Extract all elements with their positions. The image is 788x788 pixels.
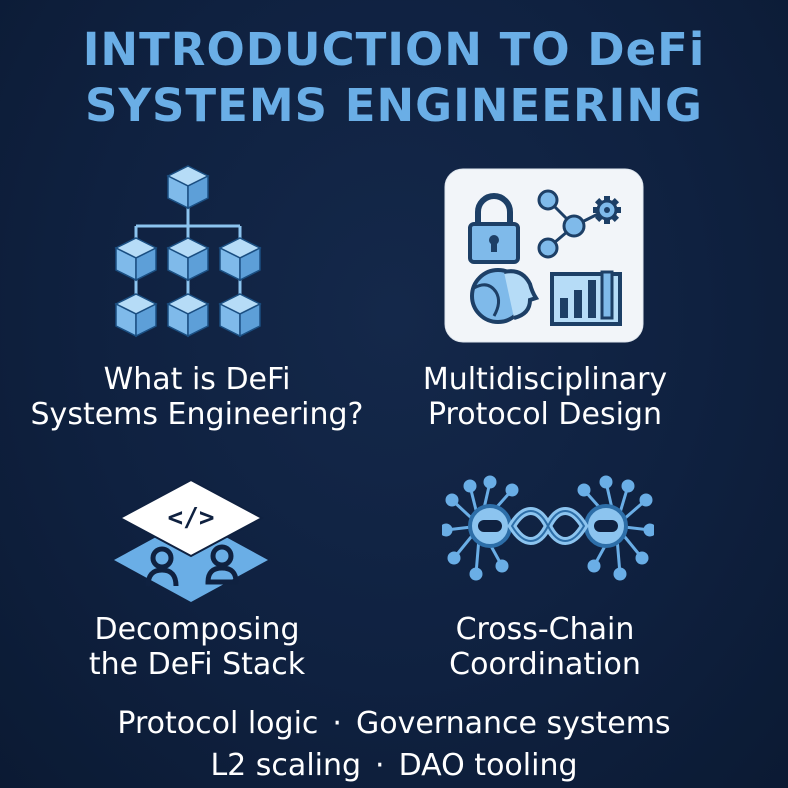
section-label-line-1: Cross-Chain [455, 612, 635, 647]
title-line-1: INTRODUCTION TO DeFi [82, 23, 706, 76]
topic-item: Protocol logic [117, 706, 319, 741]
topic-separator: · [332, 706, 342, 741]
section-label-line-2: the DeFi Stack [88, 647, 306, 682]
page-title: INTRODUCTION TO DeFi SYSTEMS ENGINEERING [0, 22, 788, 134]
topic-separator: · [375, 748, 385, 783]
topic-item: DAO tooling [398, 748, 578, 783]
section-label-line-2: Protocol Design [427, 397, 662, 432]
section-label-defi-systems: What is DeFi Systems Engineering? [0, 362, 394, 432]
section-label-line-2: Coordination [449, 647, 641, 682]
link-icon [468, 504, 628, 548]
topic-item: Governance systems [355, 706, 671, 741]
section-label-line-2: Systems Engineering? [30, 397, 364, 432]
topics-line-2: L2 scaling · DAO tooling [0, 746, 788, 786]
section-label-cross-chain: Cross-Chain Coordination [348, 612, 742, 682]
chain-link-network-icon [442, 474, 654, 586]
layered-stack-icon: </> [112, 478, 270, 610]
topic-item: L2 scaling [210, 748, 362, 783]
lock-icon [468, 193, 520, 264]
topics-line-1: Protocol logic · Governance systems [0, 704, 788, 744]
hierarchy-cubes-icon [108, 162, 268, 342]
bar-chart-icon [550, 270, 622, 326]
title-line-2: SYSTEMS ENGINEERING [85, 79, 703, 132]
section-label-defi-stack: Decomposing the DeFi Stack [0, 612, 394, 682]
section-label-line-1: Multidisciplinary [422, 362, 668, 397]
gear-icon [593, 196, 621, 224]
network-nodes-icon [537, 189, 603, 259]
protocol-design-grid-icon [444, 168, 644, 343]
globe-head-icon [470, 268, 540, 324]
section-label-line-1: Decomposing [94, 612, 300, 647]
user-icon [145, 544, 239, 587]
svg-text:</>: </> [168, 503, 215, 533]
section-label-protocol-design: Multidisciplinary Protocol Design [348, 362, 742, 432]
section-label-line-1: What is DeFi [103, 362, 291, 397]
